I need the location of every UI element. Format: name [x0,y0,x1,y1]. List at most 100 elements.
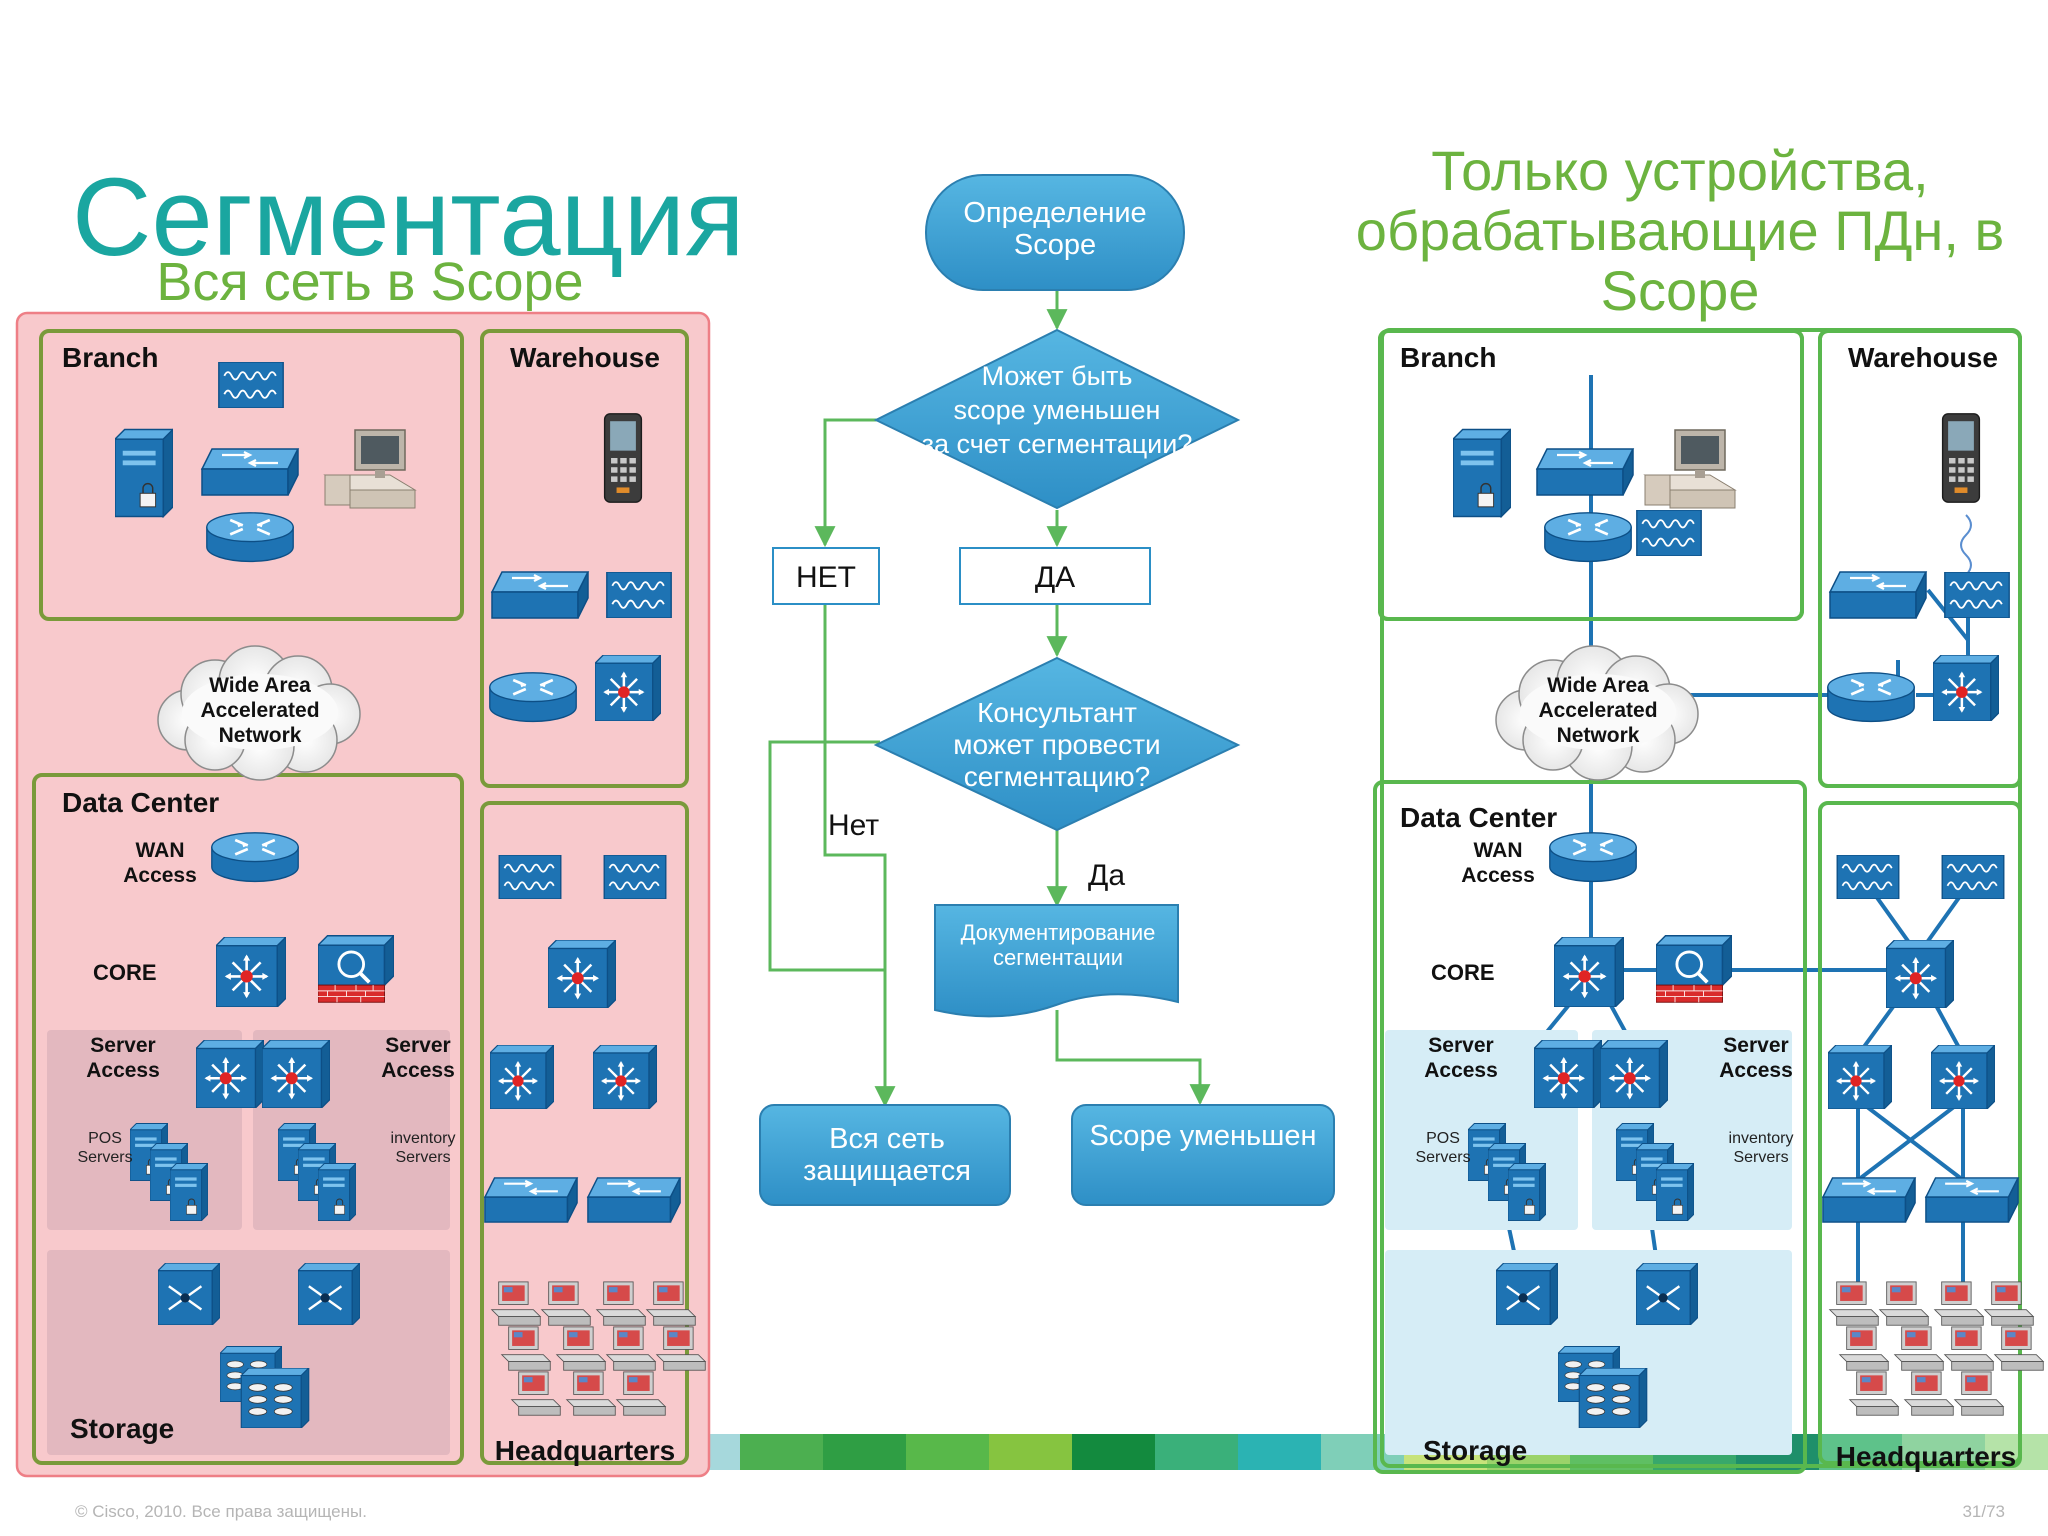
right-hq-workstation-3 [1934,1281,1984,1326]
right-inventory-servers-label-line-1: inventory [1729,1130,1794,1147]
right-branch-patch-panel [1635,510,1703,556]
flow-decision1-text-line-1: Может быть [982,361,1133,391]
right-hq-workstation-6 [1894,1326,1944,1371]
right-server-access-switch-1 [1534,1040,1602,1108]
right-hq-workstation-8 [1994,1326,2044,1371]
right-wan-cloud-label-line-3: Network [1557,724,1640,747]
cloud-core [1520,674,1676,750]
left-hq-dist-switch-2 [593,1045,657,1109]
left-warehouse-patch-panel [605,572,673,618]
flow-end-reduced-shape [1071,1104,1335,1206]
left-hq-dist-switch-1 [490,1045,554,1109]
right-core-label: CORE [1431,960,1495,985]
right-hq-access-switch-1 [1821,1176,1917,1224]
footer-strip-segment [823,1434,907,1470]
left-branch-server [115,428,173,518]
left-branch-router [205,511,295,563]
footer-strip-segment [1238,1434,1322,1470]
right-title-line-1: Только устройства, [1431,139,1929,202]
left-branch-label: Branch [62,342,158,373]
right-server-access-switch-2 [1600,1040,1668,1108]
right-storage-switch-2 [1636,1263,1698,1325]
left-wan-cloud-label-line-1: Wide Area [209,674,311,697]
flow-no-upper-label: НЕТ [796,561,856,594]
left-server-access-label-2-line-2: Access [381,1059,455,1082]
right-datacenter-label: Data Center [1400,802,1557,833]
left-datacenter-label: Data Center [62,787,219,818]
right-hq-workstation-11 [1954,1371,2004,1416]
flow-decision1-text-line-2: scope уменьшен [954,395,1161,425]
left-pos-server-3 [170,1163,208,1221]
flow-end-all-text-line-1: Вся сеть [829,1123,945,1155]
flow-end-reduced-text: Scope уменьшен [1089,1120,1316,1152]
left-warehouse-handheld [603,413,643,503]
right-inventory-servers-label-line-2: Servers [1733,1149,1788,1166]
left-hq-core-switch [548,940,616,1008]
right-wan-access-label-line-1: WAN [1474,839,1523,862]
right-warehouse-switch [1828,570,1928,620]
footer-copyright: © Cisco, 2010. Все права защищены. [75,1502,367,1521]
right-pos-servers-label-line-1: POS [1426,1130,1460,1147]
flow-decision2-text-line-3: сегментацию? [964,761,1150,792]
flow-decision1-text-line-3: за счет сегментации? [922,429,1193,459]
left-branch-patch-panel [217,362,285,408]
left-wan-cloud-label-line-2: Accelerated [200,699,319,722]
right-server-access-label-1-line-2: Access [1424,1059,1498,1082]
left-storage-array-2 [240,1368,310,1428]
right-core-switch [1554,937,1624,1007]
right-hq-workstation-5 [1839,1326,1889,1371]
left-wan-cloud-label-line-3: Network [219,724,302,747]
right-branch-pos-terminal [1644,429,1736,509]
right-warehouse-handheld [1941,413,1981,503]
left-server-access-label-2-line-1: Server [385,1034,450,1057]
right-inventory-server-3 [1656,1163,1694,1221]
left-hq-access-switch-1 [483,1176,579,1224]
flow-no-upper-box [772,547,880,605]
flow-line-decision2-no [768,740,885,972]
flow-yes-upper-box [959,547,1151,605]
left-storage-switch-1 [158,1263,220,1325]
right-hq-workstation-7 [1944,1326,1994,1371]
left-wan-access-router [210,831,300,883]
right-branch-switch [1535,447,1635,497]
right-wan-access-label-line-2: Access [1461,864,1535,887]
left-wan-access-label-line-1: WAN [136,839,185,862]
left-hq-patch-panel-2 [603,855,667,899]
right-datacenter-frame [1373,780,1807,1474]
right-storage-array-2 [1578,1368,1648,1428]
right-wan-cloud [1495,645,1699,781]
left-server-access-label-1-line-1: Server [90,1034,155,1057]
left-core-label: CORE [93,960,157,985]
right-hq-dist-switch-2 [1931,1045,1995,1109]
left-hq-patch-panel-1 [498,855,562,899]
right-warehouse-patch-panel [1943,572,2011,618]
left-branch-frame [39,329,464,621]
left-subtitle: Вся сеть в Scope [156,252,583,312]
left-branch-switch [200,447,300,497]
flow-no-lower-label: Нет [828,809,879,842]
footer-strip-segment [1072,1434,1156,1470]
right-server-access-label-1-line-1: Server [1428,1034,1493,1057]
footer-page-number: 31/73 [1962,1502,2005,1521]
right-pos-servers-label-line-2: Servers [1415,1149,1470,1166]
flow-decision1-shape [873,328,1241,510]
right-branch-router [1543,511,1633,563]
footer-strip-segment [740,1434,824,1470]
left-headquarters-label: Headquarters [495,1435,676,1466]
left-inventory-server-3 [318,1163,356,1221]
flow-decision2-text-line-2: может провести [953,729,1160,760]
left-pos-servers-label-line-1: POS [88,1130,122,1147]
right-wan-access-router [1548,831,1638,883]
right-headquarters-frame [1818,801,2022,1465]
right-wan-cloud-label-line-1: Wide Area [1547,674,1649,697]
flow-start-text-line-2: Scope [1014,229,1096,261]
right-title-line-2: обрабатывающие ПДн, в [1356,199,2004,262]
left-core-firewall [318,935,394,1003]
footer-strip-segment [1155,1434,1239,1470]
footer-strip-segment [906,1434,990,1470]
flow-end-all-shape [759,1104,1011,1206]
network-icons [115,362,2044,1428]
